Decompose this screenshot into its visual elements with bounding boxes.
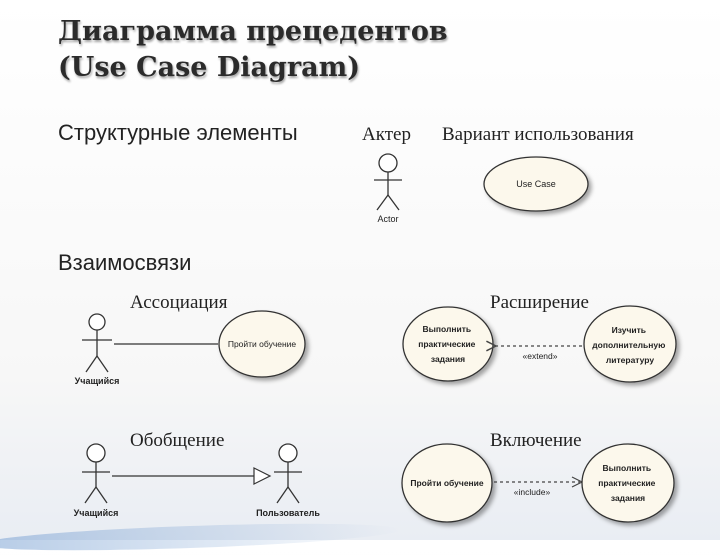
association-usecase-name: Пройти обучение (228, 339, 297, 349)
extend-ext-line-2: дополнительную (592, 340, 665, 350)
generalization-child-figure (82, 443, 110, 504)
title-line-2: (Use Case Diagram) (58, 52, 360, 83)
usecase-ellipse (483, 156, 589, 212)
extend-base-line-2: практические (418, 339, 475, 349)
generalization-parent-figure (274, 443, 302, 504)
actor-figure (374, 153, 402, 211)
include-inc-line-3: задания (611, 493, 645, 503)
include-label: Включение (490, 430, 582, 451)
association-actor-figure (82, 313, 112, 373)
extend-base-line-1: Выполнить (422, 324, 471, 334)
extend-base-usecase-text: Выполнить практические задания (418, 324, 478, 364)
include-stereotype: «include» (514, 487, 551, 497)
slide-title: Диаграмма прецедентов (Use Case Diagram) (58, 14, 448, 86)
actor-label: Актер (362, 124, 411, 145)
usecase-name: Use Case (516, 179, 556, 189)
include-base-usecase-name: Пройти обучение (410, 478, 484, 488)
structural-heading: Структурные элементы (58, 120, 298, 145)
generalization-label: Обобщение (130, 430, 225, 451)
extend-extension-usecase-ellipse (583, 305, 677, 383)
association-usecase-ellipse (218, 310, 306, 378)
generalization-parent-name: Пользователь (256, 508, 320, 518)
include-base-usecase-ellipse (401, 443, 493, 523)
title-line-1: Диаграмма прецедентов (58, 16, 448, 47)
association-actor-name: Учащийся (75, 376, 120, 386)
include-inc-line-2: практические (598, 478, 655, 488)
usecase-label: Вариант использования (442, 124, 634, 145)
extend-label: Расширение (490, 292, 589, 313)
extend-ext-line-3: литературу (606, 355, 655, 365)
extend-extension-usecase-text: Изучить дополнительную литературу (592, 325, 667, 365)
extend-stereotype: «extend» (523, 351, 558, 361)
include-included-usecase-ellipse (581, 443, 675, 523)
extend-base-line-3: задания (431, 354, 465, 364)
uml-diagrams: Actor Use Case Учащийся Пройти обучение … (74, 153, 677, 523)
include-included-usecase-text: Выполнить практические задания (598, 463, 658, 503)
include-inc-line-1: Выполнить (602, 463, 651, 473)
association-label: Ассоциация (130, 292, 228, 313)
extend-ext-line-1: Изучить (612, 325, 646, 335)
generalization-arrowhead (253, 467, 272, 485)
generalization-child-name: Учащийся (74, 508, 119, 518)
actor-name: Actor (377, 214, 398, 224)
relations-heading: Взаимосвязи (58, 250, 192, 275)
